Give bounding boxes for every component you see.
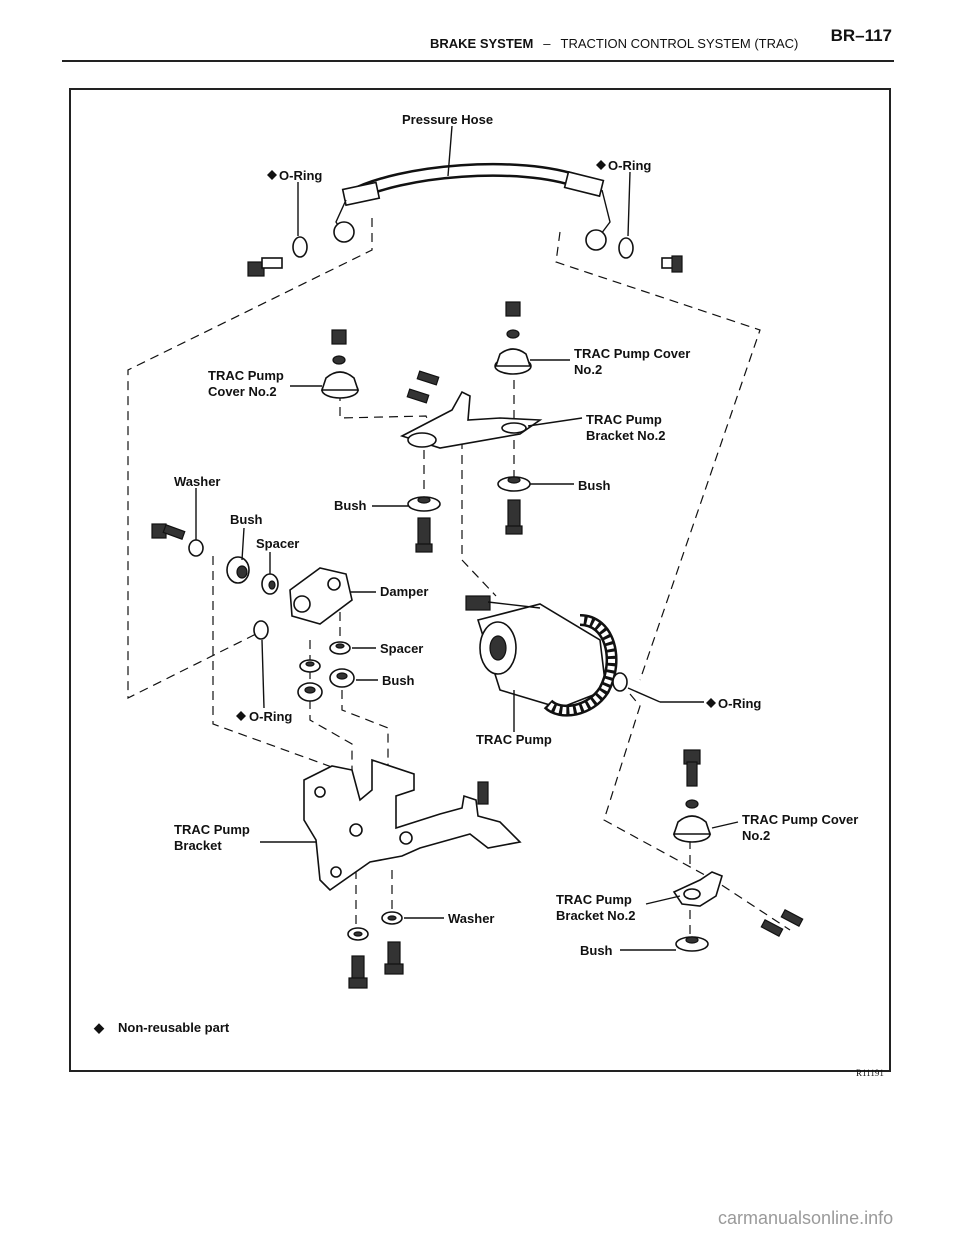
diagram-frame [69,88,891,1072]
legend-symbol: ◆ [93,1020,105,1035]
bolts-bottom-right-icon [760,908,804,938]
label-bush-mid: Bush [382,673,415,688]
trac-pump-bracket-no2-bottom-icon [672,871,723,907]
non-reusable-marks [236,160,716,721]
union-bolt-left-icon [247,257,283,277]
label-bush-right-top: Bush [578,478,611,493]
label-o-ring-left: O-Ring [279,168,322,183]
trac-pump-bracket-no2-top-icon [399,390,543,449]
washer-left-part-icon [188,539,204,557]
label-pressure-hose: Pressure Hose [402,112,493,127]
bolts-top-icon [406,370,440,404]
o-ring-left-icon [292,236,308,258]
washer-bottom-right-icon [685,799,699,809]
union-bolt-right-icon [661,255,683,273]
bolt-bottom-left-icon [348,955,368,989]
bush-bottom-icon [675,936,709,952]
o-ring-pump-icon [612,672,628,692]
trac-pump-cover-no2-top-icon [494,348,532,375]
legend-text: Non-reusable part [118,1020,230,1035]
label-trac-pump-cover-no2-left-2: Cover No.2 [208,384,277,399]
pressure-hose [333,162,611,251]
bolt-center-icon [415,517,433,553]
label-o-ring-pump: O-Ring [718,696,761,711]
washer-icon [506,329,520,339]
label-trac-pump-cover-no2-right-2: No.2 [574,362,602,377]
header-system: BRAKE SYSTEM [430,36,534,51]
label-trac-pump-cover-no2-bottom-1: TRAC Pump Cover [742,812,858,827]
washer-bottom-left-icon [347,927,369,941]
washer-left-icon [332,355,346,365]
label-trac-pump: TRAC Pump [476,732,552,747]
header-rule [62,60,894,62]
trac-pump-bracket-icon [303,758,522,892]
trac-pump-cover-no2-left-icon [320,371,360,399]
label-spacer-mid: Spacer [380,641,423,656]
label-trac-pump-bracket-2: Bracket [174,838,222,853]
washer-bottom-icon [381,911,403,925]
label-o-ring-lower-left: O-Ring [249,709,292,724]
label-spacer-left: Spacer [256,536,299,551]
bush-mid-icon [329,668,355,688]
label-trac-pump-cover-no2-right-1: TRAC Pump Cover [574,346,690,361]
page-header: BRAKE SYSTEM–TRACTION CONTROL SYSTEM (TR… [0,0,960,64]
bolt-bottom-icon [384,941,404,975]
label-washer-bottom: Washer [448,911,494,926]
label-trac-pump-bracket-1: TRAC Pump [174,822,250,837]
nut-left-icon [331,329,347,345]
bush-left-icon [226,556,250,584]
trac-pump-cover-no2-bottom-icon [672,815,712,843]
o-ring-right-icon [618,237,634,259]
header-section: TRACTION CONTROL SYSTEM (TRAC) [560,36,799,51]
bolt-bottom-right-icon [683,749,701,787]
bush-right-top-icon [497,476,531,492]
header-section-title: BRAKE SYSTEM–TRACTION CONTROL SYSTEM (TR… [430,36,798,51]
damper-icon [289,567,353,625]
label-bush-bottom: Bush [580,943,613,958]
label-trac-pump-cover-no2-left-1: TRAC Pump [208,368,284,383]
page-number: BR–117 [830,26,892,45]
label-bush-left: Bush [230,512,263,527]
bolt-left-icon [151,523,186,540]
bolt-right-top-icon [505,499,523,535]
label-bush-center: Bush [334,498,367,513]
label-o-ring-right: O-Ring [608,158,651,173]
nut-icon [505,301,521,317]
label-trac-pump-bracket-no2-bottom-1: TRAC Pump [556,892,632,907]
spacer-small-icon [299,659,321,673]
leader-lines [195,125,739,951]
watermark[interactable]: carmanualsonline.info [718,1208,894,1228]
spacer-left-icon [261,573,279,595]
label-trac-pump-bracket-no2-top-2: Bracket No.2 [586,428,665,443]
label-damper: Damper [380,584,428,599]
o-ring-lower-left-icon [253,620,269,640]
label-trac-pump-cover-no2-bottom-2: No.2 [742,828,770,843]
figure-id: R11191 [856,1068,884,1078]
trac-pump-icon [465,595,618,717]
label-trac-pump-bracket-no2-top-1: TRAC Pump [586,412,662,427]
bush-small-icon [297,682,323,702]
spacer-mid-icon [329,641,351,655]
header-separator: – [543,36,551,51]
bush-center-icon [407,496,441,512]
label-washer-left: Washer [174,474,220,489]
label-trac-pump-bracket-no2-bottom-2: Bracket No.2 [556,908,635,923]
